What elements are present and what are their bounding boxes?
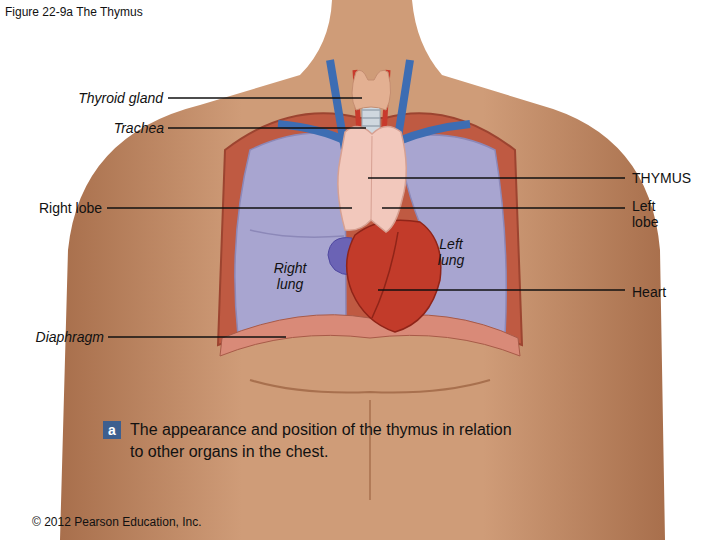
leader-lines xyxy=(107,98,625,337)
leader-line xyxy=(368,177,625,179)
lung-fissure xyxy=(250,230,344,237)
part-label: Left lobe xyxy=(632,198,677,230)
figure-title: Figure 22-9a The Thymus xyxy=(5,4,143,20)
leader-line xyxy=(168,97,362,99)
rib-margin xyxy=(250,380,490,393)
abdomen-line xyxy=(369,400,371,500)
part-label: Thyroid gland xyxy=(40,90,163,106)
copyright-note: © 2012 Pearson Education, Inc. xyxy=(32,514,292,530)
leader-line xyxy=(378,289,625,291)
leader-line xyxy=(168,127,366,129)
heart-muscle xyxy=(347,220,441,332)
part-label: Diaphragm xyxy=(5,329,104,345)
panel-badge: a xyxy=(103,421,121,439)
figure-caption: The appearance and position of the thymu… xyxy=(130,419,515,463)
thyroid-gland xyxy=(352,70,391,110)
right-lung xyxy=(235,133,346,336)
part-label: Right lobe xyxy=(5,200,102,216)
thymus-gland xyxy=(338,126,406,232)
coronary-groove xyxy=(372,232,398,318)
diaphragm-muscle xyxy=(220,315,520,356)
leader-line xyxy=(107,207,352,209)
leader-line xyxy=(382,207,625,209)
leader-line xyxy=(108,336,286,338)
panel-letter: a xyxy=(103,421,121,439)
part-label: Trachea xyxy=(40,120,164,136)
part-label: Heart xyxy=(632,284,702,300)
part-label: Left lung xyxy=(428,236,474,268)
torso-skin xyxy=(60,0,665,540)
chest-wall xyxy=(218,113,522,345)
part-label: Right lung xyxy=(265,260,315,292)
part-label: THYMUS xyxy=(632,170,717,186)
